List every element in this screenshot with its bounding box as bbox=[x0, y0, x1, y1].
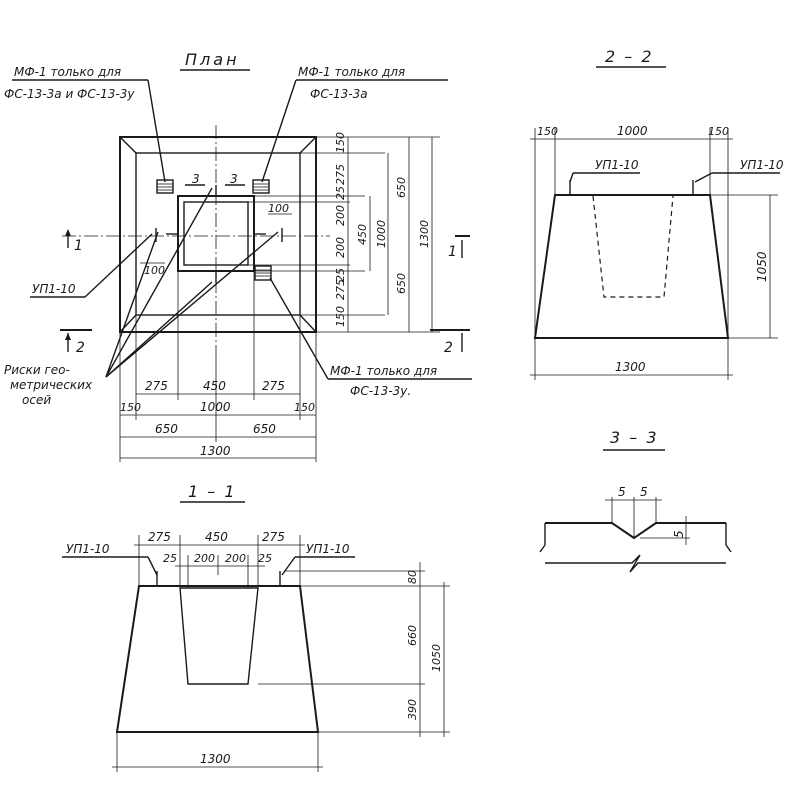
plan-inner-square bbox=[135, 152, 301, 316]
plan-dim-r-150-a: 150 bbox=[334, 132, 347, 153]
plan-dim-r-200-b: 200 bbox=[334, 237, 347, 258]
plan-right-dims: 150 275 25 200 200 25 275 150 450 1000 6… bbox=[248, 132, 440, 333]
plan-dim-450: 450 bbox=[203, 379, 226, 393]
section-3-3-title: 3 – 3 bbox=[610, 428, 659, 447]
section-1-1-dim-275-b: 275 bbox=[262, 530, 285, 544]
section-2-2-view: 2 – 2 УП1-10 УП1-10 150 1000 150 1050 13… bbox=[530, 47, 784, 380]
section-1-1-dim-200-b: 200 bbox=[225, 552, 246, 565]
plan-note-mf1-both-line1: МФ-1 только для bbox=[14, 65, 121, 79]
section-1-1-label-left: УП1-10 bbox=[66, 542, 110, 556]
plan-dim-r-25-b: 25 bbox=[334, 268, 347, 282]
plan-outer-square bbox=[119, 136, 317, 333]
plan-dim-1300: 1300 bbox=[200, 444, 231, 458]
section-1-1-dim-25-a: 25 bbox=[163, 552, 177, 565]
section-3-3-dim-5-a: 5 bbox=[618, 485, 626, 499]
plan-view: План bbox=[4, 50, 472, 462]
section-1-1-glass bbox=[179, 587, 259, 685]
section-1-1-label-right: УП1-10 bbox=[306, 542, 350, 556]
section-1-1-title: 1 – 1 bbox=[188, 482, 237, 501]
plan-dim-r-25-a: 25 bbox=[334, 186, 347, 200]
section-2-2-dim-1000: 1000 bbox=[617, 124, 648, 138]
plan-glass-inner bbox=[183, 201, 249, 266]
plan-dim-150-a: 150 bbox=[120, 401, 141, 414]
plan-dim-r-650-b: 650 bbox=[395, 273, 408, 294]
section-2-2-dim-150-b: 150 bbox=[708, 125, 729, 138]
plan-dim-150-b: 150 bbox=[294, 401, 315, 414]
section-1-1-dim-275-a: 275 bbox=[148, 530, 171, 544]
plan-label-up: УП1-10 bbox=[32, 282, 76, 296]
plan-dim-650-a: 650 bbox=[155, 422, 178, 436]
section-3-3-dim-5-b: 5 bbox=[640, 485, 648, 499]
plan-dim-r-200-a: 200 bbox=[334, 205, 347, 226]
section-3-3-view: 3 – 3 5 5 5 bbox=[539, 428, 732, 573]
section-3-mark-right: 3 bbox=[230, 172, 238, 186]
plan-note-mf1-3a-line1: МФ-1 только для bbox=[298, 65, 405, 79]
plan-dim-r-275-a: 275 bbox=[334, 164, 347, 185]
section-1-1-dim-200-a: 200 bbox=[194, 552, 215, 565]
plan-dim-r-275-b: 275 bbox=[334, 279, 347, 300]
plan-note-mf1-3u-line1: МФ-1 только для bbox=[330, 364, 437, 378]
section-1-1-view: 1 – 1 УП1-10 УП1-10 275 450 275 25 200 2… bbox=[62, 482, 450, 772]
plan-dim-r-150-b: 150 bbox=[334, 306, 347, 327]
plan-dim-650-b: 650 bbox=[253, 422, 276, 436]
section-1-1-dim-390: 390 bbox=[406, 699, 419, 720]
plan-dim-r-1300: 1300 bbox=[418, 220, 431, 248]
section-2-2-body bbox=[533, 194, 730, 339]
plan-section-1-left: 1 bbox=[74, 238, 83, 254]
plate-mf1-top-right bbox=[252, 179, 270, 194]
plate-mf1-bottom-right bbox=[254, 265, 272, 281]
section-1-1-dim-450: 450 bbox=[205, 530, 228, 544]
plan-bottom-dims: 275 450 275 150 1000 150 650 650 1300 bbox=[119, 271, 317, 462]
section-1-1-dim-660: 660 bbox=[406, 625, 419, 646]
section-1-1-body bbox=[115, 585, 320, 733]
plan-section-2-right: 2 bbox=[444, 340, 453, 356]
plan-note-mf1-3a-line2: ФС-13-3а bbox=[310, 87, 368, 101]
section-2-2-dim-1300: 1300 bbox=[615, 360, 646, 374]
section-2-2-label-left: УП1-10 bbox=[595, 158, 639, 172]
section-1-1-dim-25-b: 25 bbox=[258, 552, 272, 565]
plan-dim-1000: 1000 bbox=[200, 400, 231, 414]
section-1-1-dim-1050: 1050 bbox=[430, 644, 443, 672]
plan-section-1-right: 1 bbox=[448, 244, 457, 260]
plan-dim-100-left: 100 bbox=[144, 264, 165, 277]
plan-dim-275-b: 275 bbox=[262, 379, 285, 393]
section-3-3-profile bbox=[545, 522, 726, 540]
plan-note-risks-line2: метрических bbox=[10, 378, 93, 392]
section-2-2-label-right: УП1-10 bbox=[740, 158, 784, 172]
plan-section-2-left: 2 bbox=[76, 340, 85, 356]
plan-dim-r-450: 450 bbox=[356, 224, 369, 245]
plan-note-risks-line1: Риски гео- bbox=[4, 363, 70, 377]
plan-dim-r-1000: 1000 bbox=[375, 220, 388, 248]
section-1-1-dim-80: 80 bbox=[406, 570, 419, 584]
plan-dim-275-a: 275 bbox=[145, 379, 168, 393]
plan-note-risks-line3: осей bbox=[22, 393, 51, 407]
plan-dim-r-650-a: 650 bbox=[395, 177, 408, 198]
section-2-2-dim-1050: 1050 bbox=[755, 251, 769, 282]
section-3-mark-left: 3 bbox=[192, 172, 200, 186]
section-1-1-dim-1300: 1300 bbox=[200, 752, 231, 766]
section-3-3-dim-5-depth: 5 bbox=[672, 530, 686, 538]
section-2-2-title: 2 – 2 bbox=[605, 47, 654, 66]
plan-note-mf1-3u-line2: ФС-13-3у. bbox=[350, 384, 411, 398]
plan-title: План bbox=[185, 50, 240, 69]
plan-dim-100-top: 100 bbox=[268, 202, 289, 215]
section-2-2-dim-150-a: 150 bbox=[537, 125, 558, 138]
plan-note-mf1-both-line2: ФС-13-3а и ФС-13-3у bbox=[4, 87, 135, 101]
